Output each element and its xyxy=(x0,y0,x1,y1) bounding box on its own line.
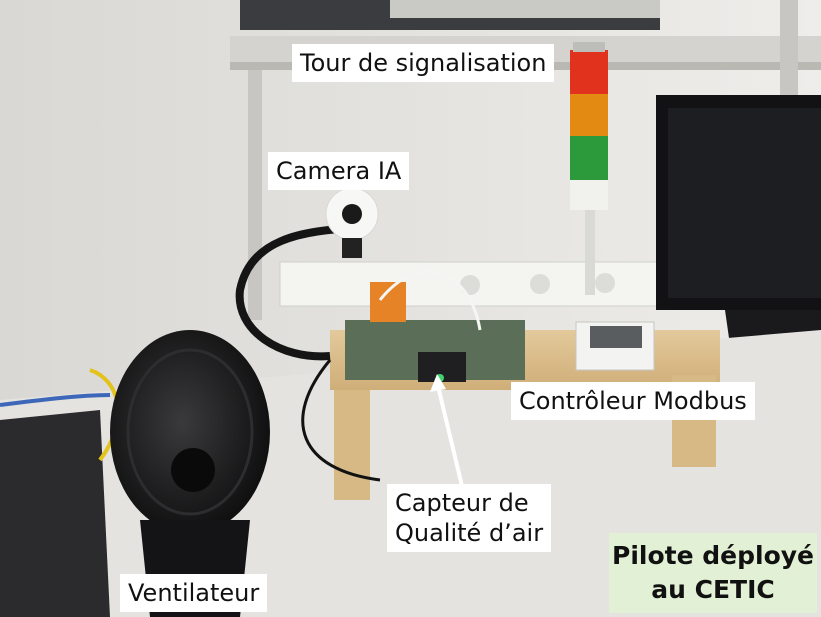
tower-base xyxy=(570,180,608,210)
label-capteur-qualite-air: Capteur de Qualité d’air xyxy=(387,484,552,552)
tower-pole xyxy=(585,205,595,295)
gooseneck-cable xyxy=(235,224,361,361)
shelf-bracket-left xyxy=(248,70,262,320)
label-ventilateur: Ventilateur xyxy=(120,574,268,612)
socket xyxy=(595,273,615,293)
annotation-arrow-head xyxy=(430,374,446,392)
modbus-screen xyxy=(590,326,642,348)
top-shelf-equipment-light xyxy=(390,0,660,18)
socket xyxy=(530,274,550,294)
pilot-badge: Pilote déployé au CETIC xyxy=(609,533,817,613)
relay-module xyxy=(370,282,406,322)
camera-lens xyxy=(342,204,362,224)
fan-body xyxy=(110,330,270,534)
fan-hub xyxy=(171,448,215,492)
label-controleur-modbus: Contrôleur Modbus xyxy=(511,382,755,420)
cable-white xyxy=(378,270,482,331)
label-camera-ia: Camera IA xyxy=(268,152,410,190)
annotation-arrow xyxy=(435,381,464,487)
label-tour-signalisation: Tour de signalisation xyxy=(292,44,555,82)
tower-orange xyxy=(570,94,608,136)
wood-stand-leg-left xyxy=(334,390,370,500)
cable-blue xyxy=(0,393,111,407)
pilot-badge-line1: Pilote déployé xyxy=(612,541,814,571)
desk-left-dark xyxy=(0,410,110,617)
cable-black xyxy=(301,359,381,482)
fan-grille xyxy=(126,348,254,516)
pilot-badge-line2: au CETIC xyxy=(651,575,775,604)
tower-green xyxy=(570,136,608,180)
tower-cap xyxy=(573,42,605,52)
tower-red xyxy=(570,50,608,94)
monitor-screen xyxy=(668,108,821,298)
camera-mount xyxy=(342,238,362,258)
socket xyxy=(460,275,480,295)
